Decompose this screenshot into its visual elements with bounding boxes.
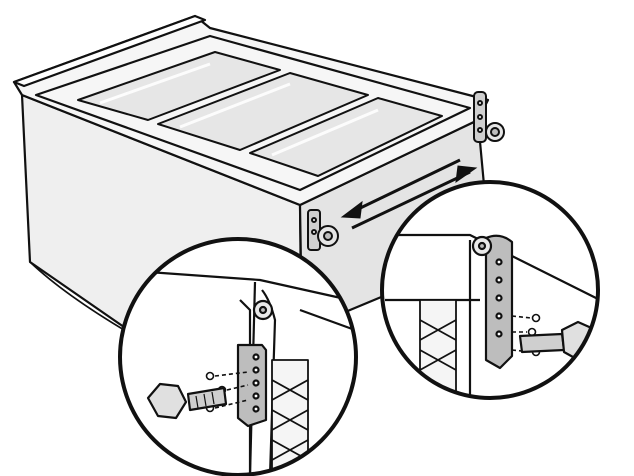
bracket-icon	[471, 234, 514, 370]
cabinet-rear-edge	[12, 14, 207, 88]
right-handle-installed	[473, 91, 505, 143]
double-arrow-icon	[340, 158, 478, 230]
knob-icon	[146, 382, 228, 420]
lattice-panel-left	[271, 359, 309, 475]
screw-icon	[477, 100, 483, 106]
glass-lid	[77, 51, 443, 177]
detail-callout-right	[380, 180, 600, 400]
screw-icon	[311, 217, 317, 223]
bracket-icon	[236, 343, 268, 428]
lid-panel-reflections	[99, 62, 379, 157]
detail-callout-left	[118, 237, 358, 476]
lid-panel-2	[157, 72, 369, 151]
lid-panel-1	[77, 51, 281, 121]
left-handle-installed	[307, 209, 339, 251]
lid-panel-3	[249, 97, 443, 177]
lid-rim	[34, 34, 472, 192]
